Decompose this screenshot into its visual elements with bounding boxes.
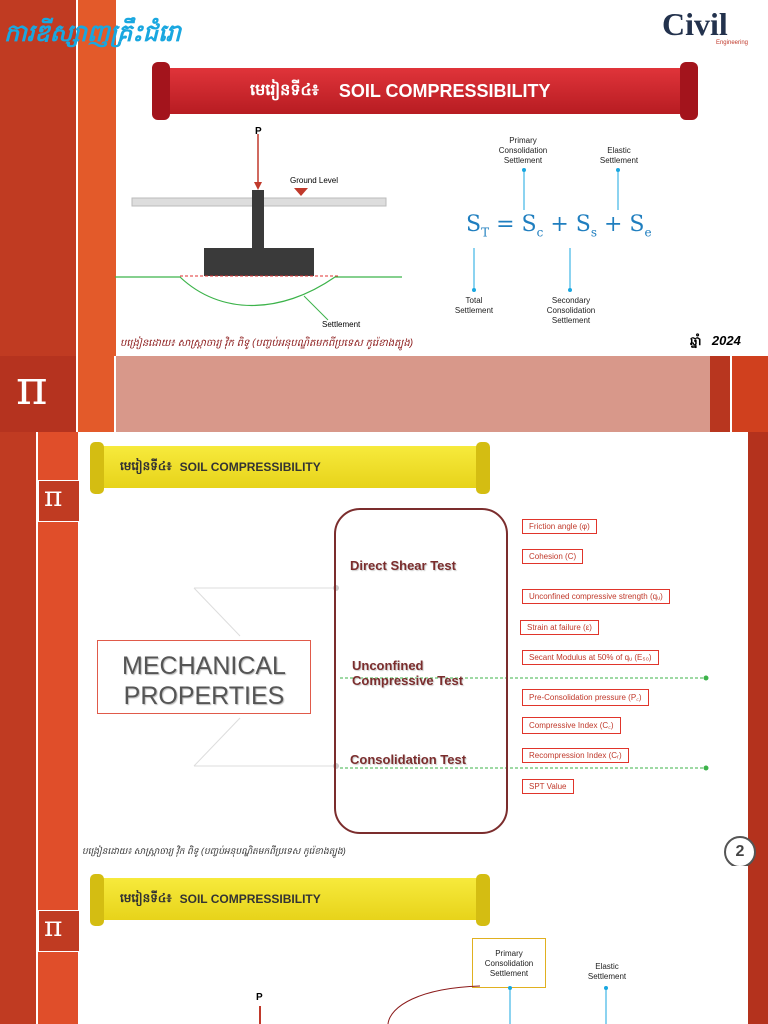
ribbon-curl-right <box>680 62 698 120</box>
civil-logo: Civil Engineering <box>662 6 752 50</box>
band-right-red2 <box>732 356 768 432</box>
logo-subtext: Engineering <box>715 40 748 46</box>
footing-diagram <box>115 134 402 321</box>
s3-title-ribbon-yellow: មេរៀនទី៤៖ SOIL COMPRESSIBILITY <box>98 878 482 920</box>
s2-curl-right <box>476 442 490 494</box>
ribbon-curl-left <box>152 62 170 120</box>
slide-1: ការឌីស្សាញគ្រឹះជំរោ Civil Engineering មេ… <box>0 0 768 356</box>
band-left-dark <box>0 356 76 432</box>
s2-right-border <box>748 432 768 866</box>
prop-cohesion: Cohesion (C) <box>522 549 584 564</box>
s3-elastic-label: Elastic Settlement <box>587 962 627 981</box>
total-settlement-label: Total Settlement <box>454 296 494 315</box>
primary-consolidation-label: Primary Consolidation Settlement <box>498 136 548 165</box>
s3-curl-right <box>476 874 490 926</box>
left-stripe-orange <box>78 0 116 356</box>
s2-left-dark <box>0 432 36 866</box>
elastic-settlement-label: Elastic Settlement <box>599 146 639 165</box>
prop-recompression-index: Recompression Index (Cᵣ) <box>522 748 629 763</box>
settlement-label: Settlement <box>322 320 361 329</box>
prop-friction-angle: Friction angle (φ) <box>522 519 597 534</box>
slide-2: π មេរៀនទី៤៖ SOIL COMPRESSIBILITY MECHANI… <box>0 432 768 868</box>
prop-preconsolidation: Pre-Consolidation pressure (P꜀) <box>522 689 649 706</box>
s2-pi-box <box>38 480 80 522</box>
pi-symbol-large: π <box>16 360 48 416</box>
title-ribbon-red: មេរៀនទី៤៖ SOIL COMPRESSIBILITY <box>160 68 690 114</box>
author-line: បង្រៀនដោយ៖ សាស្ត្រាចារ្យ វ៉ិក ពិទូ (បញ្ច… <box>120 338 414 349</box>
ribbon-khmer: មេរៀនទី៤៖ <box>250 82 319 99</box>
tests-rounded-box <box>334 508 508 834</box>
divider-band: π <box>0 356 768 432</box>
s3-load-label: P <box>256 992 263 1003</box>
test-unconfined: Unconfined Compressive Test <box>352 658 464 688</box>
prop-secant-modulus: Secant Modulus at 50% of qᵤ (E₅₀) <box>522 650 659 665</box>
khmer-course-title: ការឌីស្សាញគ្រឹះជំរោ <box>4 20 181 47</box>
s3-pi-box <box>38 910 80 952</box>
s3-pi-symbol: π <box>44 910 63 943</box>
s3-curl-left <box>90 874 104 926</box>
s2-curl-left <box>90 442 104 494</box>
band-salmon <box>116 356 710 432</box>
year-block: ឆ្នាំ 2024 <box>690 332 741 351</box>
prop-strain-failure: Strain at failure (ε) <box>520 620 599 635</box>
equation-leaders <box>472 168 620 292</box>
load-label: P <box>255 126 262 137</box>
page-number-badge: 2 <box>724 836 756 868</box>
slide-3: π មេរៀនទី៤៖ SOIL COMPRESSIBILITY Primary… <box>0 866 768 1024</box>
prop-spt-value: SPT Value <box>522 779 574 794</box>
band-right-red1 <box>710 356 730 432</box>
s3-ribbon-khmer: មេរៀនទី៤៖ <box>120 891 172 905</box>
secondary-consolidation-label: Secondary Consolidation Settlement <box>546 296 596 325</box>
ribbon-title: SOIL COMPRESSIBILITY <box>338 80 551 101</box>
s3-ribbon-title: SOIL COMPRESSIBILITY <box>179 892 321 906</box>
year-value: 2024 <box>711 333 741 348</box>
s3-left-dark <box>0 866 36 1024</box>
logo-text: Civil <box>662 6 728 42</box>
left-divider <box>76 0 78 356</box>
band-orange <box>78 356 114 432</box>
ground-level-label: Ground Level <box>290 176 339 185</box>
s2-ribbon-khmer: មេរៀនទី៤៖ <box>120 459 172 473</box>
s2-pi-symbol: π <box>44 480 63 513</box>
test-consolidation: Consolidation Test <box>350 752 467 767</box>
test-direct-shear: Direct Shear Test <box>350 558 456 573</box>
settlement-equation: ST = Sc + Ss + Se <box>466 212 652 240</box>
s2-ribbon-title: SOIL COMPRESSIBILITY <box>179 460 321 474</box>
s3-load-arrow <box>259 1006 261 1024</box>
left-stripe-dark <box>0 0 78 356</box>
mechanical-properties-box: MECHANICAL PROPERTIES <box>97 640 311 714</box>
s2-author-line: បង្រៀនដោយ៖ សាស្ត្រាចារ្យ វ៉ិក ពិទូ (បញ្ច… <box>82 846 346 856</box>
prop-unconfined-strength: Unconfined compressive strength (qᵤ) <box>522 589 670 604</box>
s3-leaders <box>387 985 608 1024</box>
prop-compressive-index: Compressive Index (C꜀) <box>522 717 621 734</box>
s3-right-border <box>748 866 768 1024</box>
year-label: ឆ្នាំ <box>690 334 702 348</box>
s2-title-ribbon-yellow: មេរៀនទី៤៖ SOIL COMPRESSIBILITY <box>98 446 482 488</box>
